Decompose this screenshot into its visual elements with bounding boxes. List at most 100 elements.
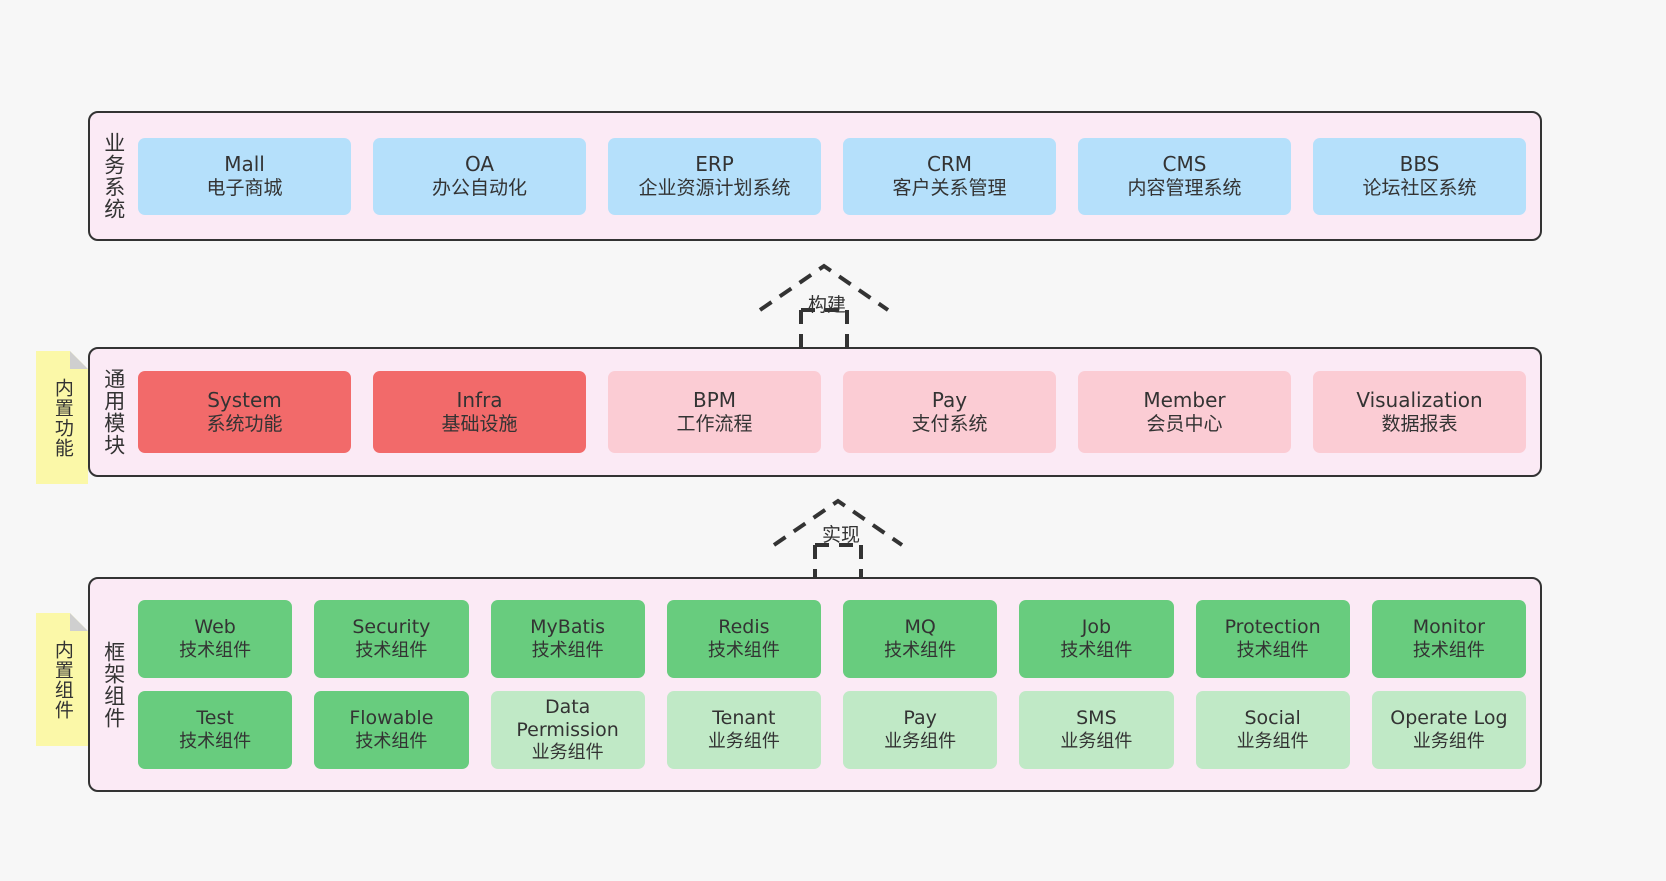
card-subtitle: 办公自动化: [431, 176, 527, 199]
card-job[interactable]: Job 技术组件: [1019, 600, 1174, 678]
card-title: MyBatis: [530, 616, 606, 639]
card-title: BBS: [1399, 152, 1440, 177]
card-pay[interactable]: Pay 支付系统: [843, 371, 1056, 453]
sticky-note-builtin-component: 内置组件: [36, 613, 88, 746]
card-subtitle: 业务组件: [1060, 730, 1133, 752]
card-title: Flowable: [349, 707, 434, 730]
layer-body-common-module: System 系统功能 Infra 基础设施 BPM 工作流程 Pay 支付系统…: [136, 349, 1540, 475]
card-title: Pay: [931, 388, 968, 413]
card-system[interactable]: System 系统功能: [138, 371, 351, 453]
card-bbs[interactable]: BBS 论坛社区系统: [1313, 137, 1526, 215]
card-subtitle: 系统功能: [206, 412, 283, 435]
card-subtitle: 技术组件: [531, 639, 604, 661]
card-row: Test 技术组件 Flowable 技术组件 Data Permission …: [138, 691, 1526, 769]
card-subtitle: 技术组件: [1412, 639, 1485, 661]
layer-business-system: 业务系统 Mall 电子商城 OA 办公自动化 ERP 企业资源计划系统 CRM…: [88, 111, 1542, 241]
card-title: Member: [1143, 388, 1226, 413]
card-mall[interactable]: Mall 电子商城: [138, 137, 351, 215]
sticky-note-label: 内置组件: [51, 639, 74, 720]
card-title: MQ: [904, 616, 936, 639]
card-subtitle: 技术组件: [707, 639, 780, 661]
layer-body-framework-component: Web 技术组件 Security 技术组件 MyBatis 技术组件 Redi…: [136, 579, 1540, 790]
card-erp[interactable]: ERP 企业资源计划系统: [608, 137, 821, 215]
card-title: CMS: [1162, 152, 1207, 177]
card-infra[interactable]: Infra 基础设施: [373, 371, 586, 453]
card-title: Redis: [718, 616, 770, 639]
card-row: Mall 电子商城 OA 办公自动化 ERP 企业资源计划系统 CRM 客户关系…: [138, 137, 1526, 215]
card-pay-business[interactable]: Pay 业务组件: [843, 691, 998, 769]
sticky-note-label: 内置功能: [51, 377, 74, 458]
card-cms[interactable]: CMS 内容管理系统: [1078, 137, 1291, 215]
card-member[interactable]: Member 会员中心: [1078, 371, 1291, 453]
card-title: Tenant: [712, 707, 776, 730]
card-title: System: [207, 388, 282, 413]
card-title: Mall: [224, 152, 265, 177]
card-data-permission[interactable]: Data Permission 业务组件: [490, 691, 645, 769]
card-operate-log[interactable]: Operate Log 业务组件: [1371, 691, 1526, 769]
card-security[interactable]: Security 技术组件: [314, 600, 469, 678]
card-bpm[interactable]: BPM 工作流程: [608, 371, 821, 453]
sticky-note-builtin-function: 内置功能: [36, 351, 88, 484]
card-title: BPM: [692, 388, 737, 413]
layer-body-business-system: Mall 电子商城 OA 办公自动化 ERP 企业资源计划系统 CRM 客户关系…: [136, 113, 1540, 239]
card-title: Security: [352, 616, 431, 639]
card-subtitle: 技术组件: [179, 730, 252, 752]
card-redis[interactable]: Redis 技术组件: [666, 600, 821, 678]
card-subtitle: 企业资源计划系统: [638, 176, 791, 199]
card-web[interactable]: Web 技术组件: [138, 600, 293, 678]
card-flowable[interactable]: Flowable 技术组件: [314, 691, 469, 769]
card-title: CRM: [926, 152, 973, 177]
card-title: Monitor: [1412, 616, 1485, 639]
card-subtitle: 技术组件: [884, 639, 957, 661]
sticky-fold-icon: [70, 351, 88, 369]
card-row: System 系统功能 Infra 基础设施 BPM 工作流程 Pay 支付系统…: [138, 371, 1526, 453]
card-subtitle: 技术组件: [355, 730, 428, 752]
card-test[interactable]: Test 技术组件: [138, 691, 293, 769]
card-title: Visualization: [1356, 388, 1483, 413]
layer-title-framework-component: 框架组件: [101, 640, 126, 729]
card-subtitle: 业务组件: [884, 730, 957, 752]
card-subtitle: 技术组件: [1060, 639, 1133, 661]
card-subtitle: 论坛社区系统: [1362, 176, 1477, 199]
card-subtitle: 基础设施: [441, 412, 518, 435]
layer-common-module: 通用模块 System 系统功能 Infra 基础设施 BPM 工作流程 Pay…: [88, 347, 1542, 477]
card-title: SMS: [1076, 707, 1117, 730]
card-tenant[interactable]: Tenant 业务组件: [666, 691, 821, 769]
card-title: OA: [464, 152, 495, 177]
layer-framework-component: 框架组件 Web 技术组件 Security 技术组件 MyBatis 技术组件…: [88, 577, 1542, 792]
card-title: Social: [1244, 707, 1301, 730]
card-title: Protection: [1224, 616, 1321, 639]
card-mybatis[interactable]: MyBatis 技术组件: [490, 600, 645, 678]
card-title: Infra: [456, 388, 503, 413]
card-visualization[interactable]: Visualization 数据报表: [1313, 371, 1526, 453]
layer-title-business-system: 业务系统: [101, 132, 126, 220]
card-subtitle: 业务组件: [707, 730, 780, 752]
card-monitor[interactable]: Monitor 技术组件: [1371, 600, 1526, 678]
card-oa[interactable]: OA 办公自动化: [373, 137, 586, 215]
card-subtitle: 支付系统: [911, 412, 988, 435]
card-subtitle: 会员中心: [1146, 412, 1223, 435]
card-subtitle: 技术组件: [355, 639, 428, 661]
card-social[interactable]: Social 业务组件: [1195, 691, 1350, 769]
connector-implement-label: 实现: [822, 524, 861, 546]
card-subtitle: 技术组件: [179, 639, 252, 661]
connector-build-label: 构建: [808, 294, 847, 316]
card-title: ERP: [695, 152, 734, 177]
card-subtitle: 内容管理系统: [1127, 176, 1242, 199]
card-title: Job: [1081, 616, 1112, 639]
card-mq[interactable]: MQ 技术组件: [843, 600, 998, 678]
card-title: Data Permission: [516, 695, 619, 742]
card-subtitle: 业务组件: [1412, 730, 1485, 752]
card-subtitle: 数据报表: [1381, 412, 1458, 435]
card-sms[interactable]: SMS 业务组件: [1019, 691, 1174, 769]
card-crm[interactable]: CRM 客户关系管理: [843, 137, 1056, 215]
card-subtitle: 业务组件: [531, 742, 604, 764]
card-title: Pay: [903, 707, 937, 730]
card-subtitle: 业务组件: [1236, 730, 1309, 752]
card-subtitle: 电子商城: [206, 176, 283, 199]
layer-title-common-module: 通用模块: [101, 368, 126, 456]
card-protection[interactable]: Protection 技术组件: [1195, 600, 1350, 678]
card-subtitle: 技术组件: [1236, 639, 1309, 661]
card-title: Operate Log: [1390, 707, 1508, 730]
